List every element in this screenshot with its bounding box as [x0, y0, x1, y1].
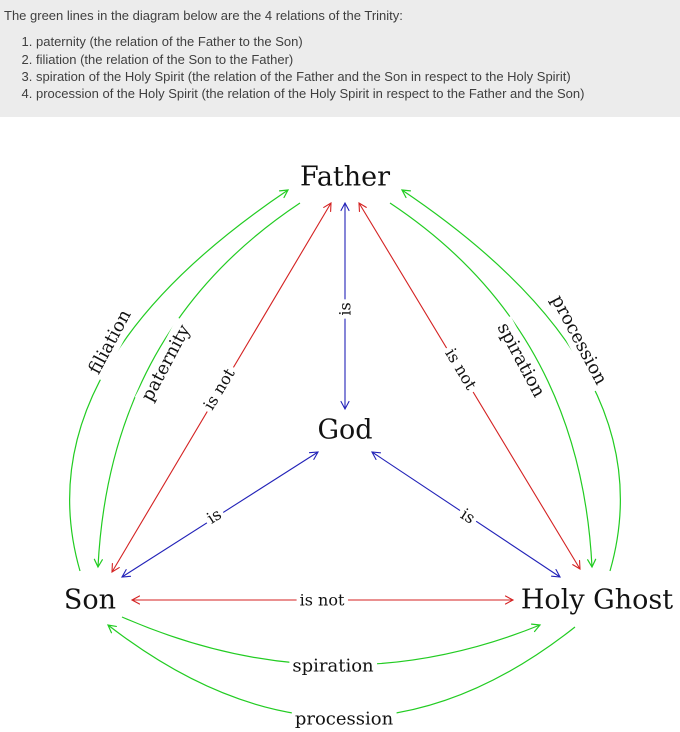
edge-label-spiration-bottom: spiration — [289, 654, 378, 678]
svg-text:paternity: paternity — [137, 321, 195, 405]
relations-list: paternity (the relation of the Father to… — [2, 34, 672, 102]
svg-text:is: is — [203, 505, 225, 528]
svg-text:is: is — [457, 505, 479, 528]
list-item: spiration of the Holy Spirit (the relati… — [36, 69, 672, 85]
banner-intro-text: The green lines in the diagram below are… — [4, 8, 403, 23]
explanation-banner: The green lines in the diagram below are… — [0, 0, 680, 118]
edge-label-paternity: paternity — [134, 317, 198, 409]
edge-label-isnot-father-holyghost: is not — [438, 342, 484, 397]
edge-label-is-father-god: is — [334, 299, 356, 319]
edge-label-spiration-right: spiration — [490, 316, 552, 405]
edge-label-procession-right: procession — [544, 288, 614, 393]
svg-text:is not: is not — [441, 345, 481, 394]
node-son: Son — [64, 585, 116, 616]
svg-text:is not: is not — [199, 365, 239, 414]
svg-text:is not: is not — [300, 591, 345, 610]
svg-text:is: is — [336, 303, 355, 316]
node-god: God — [317, 415, 372, 446]
list-item: procession of the Holy Spirit (the relat… — [36, 86, 672, 102]
edge-label-is-son-god: is — [200, 502, 228, 531]
svg-text:procession: procession — [295, 709, 394, 730]
edge-paternity-father-to-son — [93, 202, 301, 569]
edge-label-isnot-son-holyghost: is not — [296, 589, 348, 611]
edge-label-filiation: filiation — [82, 303, 139, 382]
node-holy-ghost: Holy Ghost — [521, 585, 673, 616]
svg-text:spiration: spiration — [292, 656, 374, 677]
svg-text:spiration: spiration — [493, 319, 550, 401]
trinity-diagram: is is is is not is not is not filiation … — [0, 117, 680, 732]
edge-spiration-father-to-holyghost — [389, 202, 597, 569]
list-item: paternity (the relation of the Father to… — [36, 34, 672, 50]
svg-text:procession: procession — [547, 292, 612, 389]
svg-text:filiation: filiation — [84, 306, 135, 378]
edge-label-procession-bottom: procession — [291, 707, 397, 731]
edge-label-isnot-father-son: is not — [196, 361, 242, 417]
edge-label-is-holyghost-god: is — [454, 502, 482, 531]
node-father: Father — [300, 162, 390, 193]
trinity-diagram-canvas: is is is is not is not is not filiation … — [64, 162, 673, 731]
list-item: filiation (the relation of the Son to th… — [36, 52, 672, 68]
